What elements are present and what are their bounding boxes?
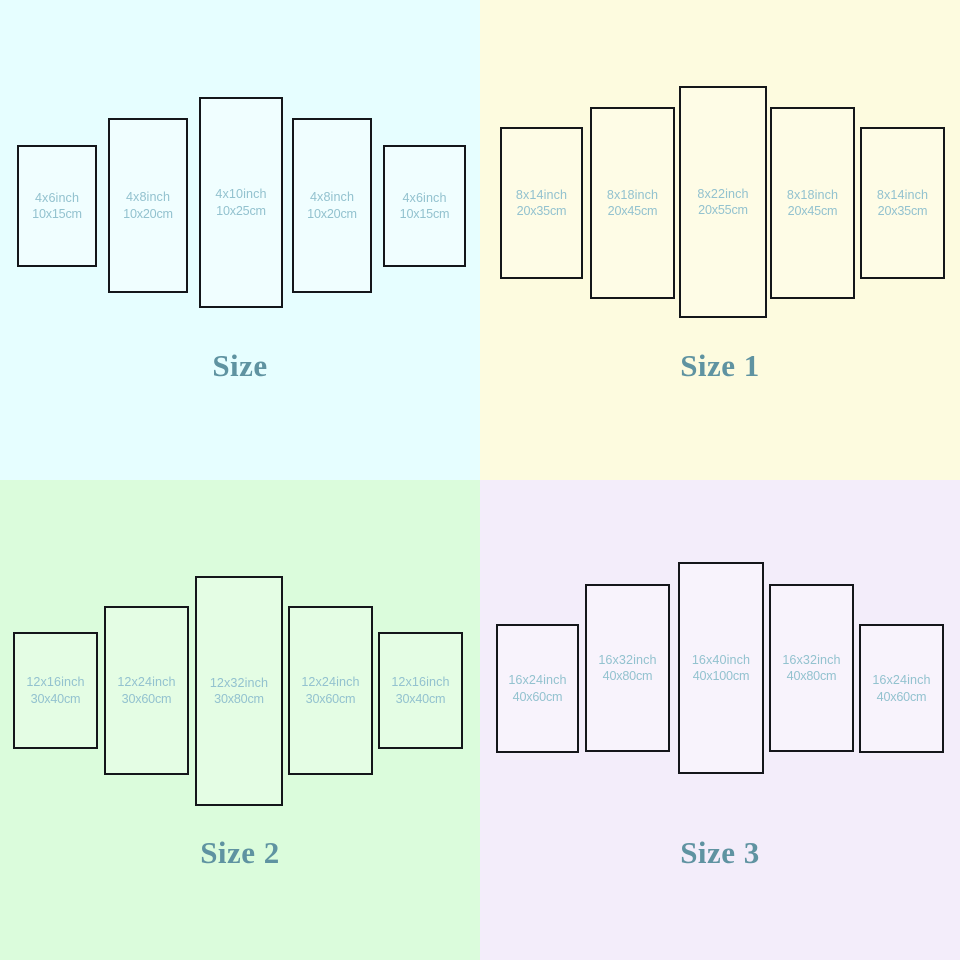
panel-size-inches: 8x22inch bbox=[697, 186, 749, 201]
panel-size-centimeters: 30x60cm bbox=[305, 691, 356, 706]
panel-size-inches: 8x14inch bbox=[876, 187, 929, 202]
panel-size-inches: 4x6inch bbox=[402, 190, 447, 205]
panel-size-inches: 4x6inch bbox=[34, 190, 80, 205]
panel-size-centimeters: 10x15cm bbox=[399, 207, 450, 221]
panel-size-centimeters: 10x15cm bbox=[32, 207, 82, 221]
panel-size-centimeters: 20x45cm bbox=[787, 204, 838, 218]
panel-size-centimeters: 30x80cm bbox=[214, 692, 264, 706]
canvas-panel-size-1: 4x6inch 10x15cm bbox=[17, 145, 97, 267]
panel-size-centimeters: 10x25cm bbox=[216, 203, 266, 218]
panel-size-inches: 12x32inch bbox=[209, 675, 269, 690]
panel-size-centimeters: 40x100cm bbox=[692, 669, 750, 683]
panel-size-inches: 16x24inch bbox=[872, 673, 931, 688]
panel-size-inches: 12x16inch bbox=[391, 675, 450, 690]
canvas-panel-size-1-4: 8x18inch 20x45cm bbox=[770, 107, 855, 299]
panel-size-label: 16x40inch 40x100cm bbox=[692, 652, 750, 685]
panel-size-centimeters: 10x20cm bbox=[307, 206, 357, 221]
panel-size-label: 8x18inch 20x45cm bbox=[787, 187, 838, 220]
canvas-panel-size-3-2: 16x32inch 40x80cm bbox=[585, 584, 670, 752]
canvas-panel-size-3-4: 16x32inch 40x80cm bbox=[769, 584, 854, 752]
panel-size-centimeters: 20x55cm bbox=[698, 203, 748, 217]
panel-size-centimeters: 40x60cm bbox=[876, 689, 927, 704]
panel-size-label: 4x6inch 10x15cm bbox=[400, 190, 450, 223]
canvas-panel-size-1-1: 8x14inch 20x35cm bbox=[500, 127, 583, 279]
panel-size-inches: 12x24inch bbox=[117, 675, 176, 690]
canvas-panel-size-1-2: 8x18inch 20x45cm bbox=[590, 107, 675, 299]
panel-size-label: 8x18inch 20x45cm bbox=[607, 187, 658, 220]
panel-size-centimeters: 20x35cm bbox=[877, 204, 928, 218]
panel-size-inches: 16x24inch bbox=[508, 673, 567, 688]
panel-size-inches: 12x16inch bbox=[26, 675, 85, 690]
panel-size-label: 4x6inch 10x15cm bbox=[32, 190, 82, 223]
panel-size-centimeters: 30x40cm bbox=[30, 691, 81, 706]
panel-size-inches: 8x18inch bbox=[606, 187, 659, 202]
panel-size-label: 8x14inch 20x35cm bbox=[877, 187, 928, 220]
panel-size-label: 8x14inch 20x35cm bbox=[516, 187, 567, 220]
panel-size-centimeters: 20x45cm bbox=[607, 204, 658, 218]
quadrant-title-size-2: Size 2 bbox=[200, 835, 280, 870]
panel-size-label: 16x32inch 40x80cm bbox=[782, 652, 840, 685]
panel-size-inches: 16x32inch bbox=[598, 652, 657, 667]
panel-size-label: 12x32inch 30x80cm bbox=[210, 675, 268, 708]
canvas-panel-size-1-3: 8x22inch 20x55cm bbox=[679, 86, 767, 318]
quadrant-title-size-3: Size 3 bbox=[680, 835, 760, 870]
panel-size-centimeters: 30x60cm bbox=[121, 691, 172, 706]
panel-size-inches: 12x24inch bbox=[301, 675, 360, 690]
panel-size-inches: 16x32inch bbox=[782, 652, 841, 667]
panel-group-size-1: 8x14inch 20x35cm 8x18inch 20x45cm 8x22inch 20… bbox=[480, 0, 960, 400]
panel-size-label: 16x32inch 40x80cm bbox=[598, 652, 656, 685]
panel-size-centimeters: 30x40cm bbox=[395, 691, 446, 706]
quadrant-title-size-1: Size 1 bbox=[680, 348, 760, 383]
panel-size-centimeters: 10x20cm bbox=[123, 206, 173, 221]
canvas-panel-size-3-3: 16x40inch 40x100cm bbox=[678, 562, 764, 774]
panel-size-inches: 4x10inch bbox=[215, 187, 267, 202]
panel-size-inches: 4x8inch bbox=[309, 190, 355, 205]
panel-size-centimeters: 40x80cm bbox=[602, 669, 653, 683]
panel-size-centimeters: 20x35cm bbox=[516, 204, 567, 218]
quadrant-title-size: Size bbox=[212, 348, 268, 383]
canvas-panel-size-1-5: 8x14inch 20x35cm bbox=[860, 127, 945, 279]
panel-size-label: 8x22inch 20x55cm bbox=[697, 186, 748, 219]
quadrant-size-1: 8x14inch 20x35cm 8x18inch 20x45cm 8x22inch 20… bbox=[480, 0, 960, 480]
panel-size-inches: 4x8inch bbox=[125, 190, 171, 205]
panel-size-inches: 8x14inch bbox=[515, 187, 568, 202]
panel-size-inches: 16x40inch bbox=[691, 652, 751, 667]
panel-size-inches: 8x18inch bbox=[786, 187, 839, 202]
canvas-panel-size-2-3: 12x32inch 30x80cm bbox=[195, 576, 283, 806]
panel-size-centimeters: 40x80cm bbox=[786, 669, 837, 683]
panel-size-centimeters: 40x60cm bbox=[512, 689, 563, 704]
canvas-panel-size-5: 4x6inch 10x15cm bbox=[383, 145, 466, 267]
